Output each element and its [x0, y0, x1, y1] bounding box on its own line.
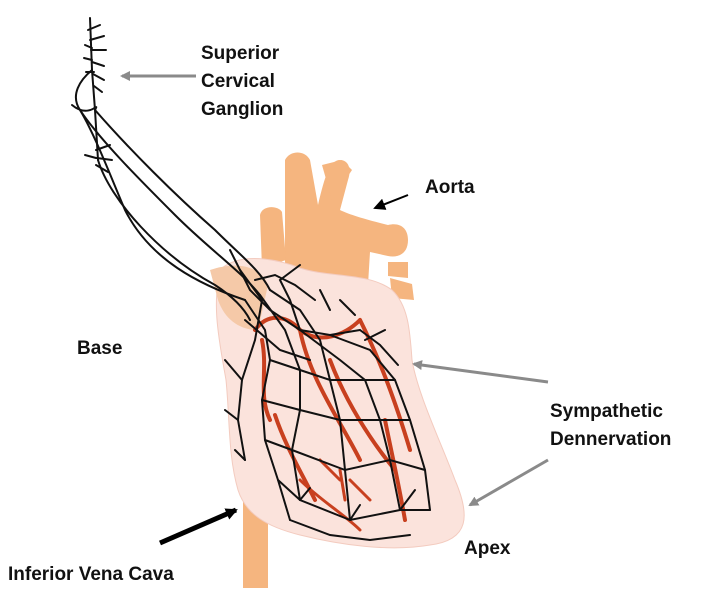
sympathetic-denervation-label: Sympathetic Dennervation [550, 398, 671, 454]
inferior-vena-cava-label: Inferior Vena Cava [8, 561, 174, 589]
aorta-arrow [375, 195, 408, 208]
base-label: Base [77, 335, 122, 363]
label-line-dennervation: Dennervation [550, 426, 671, 454]
label-line-superior: Superior [201, 40, 283, 68]
sympathetic-arrow-upper [414, 364, 548, 382]
vena-cava-arrow [160, 510, 236, 543]
label-line-sympathetic: Sympathetic [550, 398, 671, 426]
aorta-label: Aorta [425, 174, 475, 202]
sympathetic-arrow-lower [470, 460, 548, 505]
superior-cervical-ganglion-label: Superior Cervical Ganglion [201, 40, 283, 124]
apex-label: Apex [464, 535, 510, 563]
label-line-cervical: Cervical [201, 68, 283, 96]
label-line-ganglion: Ganglion [201, 96, 283, 124]
